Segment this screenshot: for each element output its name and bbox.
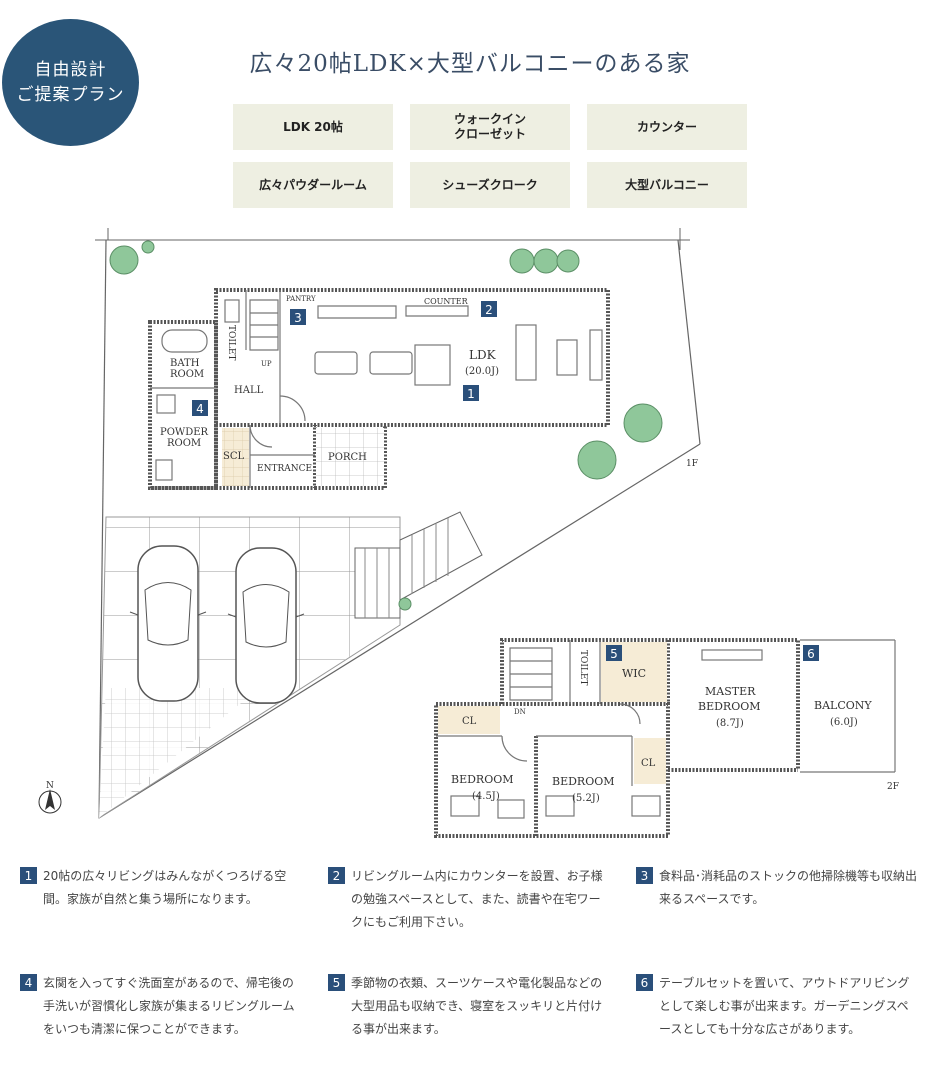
label-hall: HALL xyxy=(234,385,264,396)
tag-label: シューズクローク xyxy=(442,177,538,192)
description-number: 6 xyxy=(636,974,653,991)
tag-label: 大型バルコニー xyxy=(625,177,709,192)
label-toilet-2f: TOILET xyxy=(578,650,588,686)
feature-tag-counter: カウンター xyxy=(587,104,747,150)
label-balcony-size: (6.0J) xyxy=(830,717,858,728)
marker-1: 1 xyxy=(467,387,475,401)
marker-3: 3 xyxy=(294,311,302,325)
floor2-labels: TOILET WIC MASTER BEDROOM (8.7J) BALCONY… xyxy=(451,650,899,804)
description-6: 6 テーブルセットを置いて、アウトドアリビングとして楽しむ事が出来ます。ガーデニ… xyxy=(636,972,918,1041)
description-number: 4 xyxy=(20,974,37,991)
label-master-size: (8.7J) xyxy=(716,718,744,729)
label-master-2: BEDROOM xyxy=(698,700,761,713)
description-5: 5 季節物の衣類、スーツケースや電化製品などの大型用品も収納でき、寝室をスッキリ… xyxy=(328,972,610,1041)
floor-plan: TOILET PANTRY COUNTER BATH ROOM HALL UP … xyxy=(38,228,899,838)
description-text: テーブルセットを置いて、アウトドアリビングとして楽しむ事が出来ます。ガーデニング… xyxy=(659,976,910,1036)
description-1: 1 20帖の広々リビングはみんながくつろげる空間。家族が自然と集う場所になります… xyxy=(20,865,302,911)
label-cl-1: CL xyxy=(462,716,477,727)
floor2-walls xyxy=(434,638,800,838)
label-master-1: MASTER xyxy=(705,685,756,698)
marker-2: 2 xyxy=(485,303,493,317)
floor2-interior xyxy=(436,639,896,819)
tag-label: ウォークイン クローゼット xyxy=(453,112,526,141)
label-pantry: PANTRY xyxy=(286,295,316,303)
label-1f: 1F xyxy=(686,459,698,469)
description-text: リビングルーム内にカウンターを設置、お子様の勉強スペースとして、また、読書や在宅… xyxy=(351,869,603,929)
label-counter: COUNTER xyxy=(424,297,469,306)
badge-line2: ご提案プラン xyxy=(16,84,125,105)
feature-tag-balcony: 大型バルコニー xyxy=(587,162,747,208)
cl1-floor xyxy=(438,706,500,734)
floor1-labels: TOILET PANTRY COUNTER BATH ROOM HALL UP … xyxy=(160,295,698,474)
description-text: 季節物の衣類、スーツケースや電化製品などの大型用品も収納でき、寝室をスッキリと片… xyxy=(351,976,603,1036)
description-number: 1 xyxy=(20,867,37,884)
label-ldk: LDK xyxy=(469,348,497,362)
description-text: 食料品･消耗品のストックの他掃除機等も収納出来るスペースです。 xyxy=(659,869,918,906)
label-bedroom-1-size: (4.5J) xyxy=(472,791,500,802)
scl-floor xyxy=(222,428,249,486)
label-bedroom-2: BEDROOM xyxy=(552,775,615,788)
description-number: 3 xyxy=(636,867,653,884)
floor1-walls xyxy=(148,288,610,490)
tag-label: 広々パウダールーム xyxy=(259,177,367,192)
description-2: 2 リビングルーム内にカウンターを設置、お子様の勉強スペースとして、また、読書や… xyxy=(328,865,610,934)
label-bath-1: BATH xyxy=(170,358,200,369)
label-wic: WIC xyxy=(622,667,646,680)
label-scl: SCL xyxy=(223,451,245,462)
label-cl-2: CL xyxy=(641,758,656,769)
label-toilet-1f: TOILET xyxy=(226,325,236,361)
cl2-floor xyxy=(634,738,666,784)
plan-badge: 自由設計 ご提案プラン xyxy=(2,19,139,146)
north-arrow: N xyxy=(38,781,62,814)
feature-tag-wic: ウォークイン クローゼット xyxy=(410,104,570,150)
north-label: N xyxy=(46,781,54,791)
label-bedroom-1: BEDROOM xyxy=(451,773,514,786)
description-4: 4 玄関を入ってすぐ洗面室があるので、帰宅後の手洗いが習慣化し家族が集まるリビン… xyxy=(20,972,302,1041)
description-text: 玄関を入ってすぐ洗面室があるので、帰宅後の手洗いが習慣化し家族が集まるリビングル… xyxy=(43,976,295,1036)
marker-5: 5 xyxy=(610,647,618,661)
car-2 xyxy=(227,547,305,704)
label-dn: DN xyxy=(514,708,526,716)
marker-6: 6 xyxy=(807,647,815,661)
description-text: 20帖の広々リビングはみんながくつろげる空間。家族が自然と集う場所になります。 xyxy=(43,869,287,906)
porch-floor xyxy=(316,428,384,486)
marker-4: 4 xyxy=(196,402,204,416)
car-1 xyxy=(129,545,207,702)
label-bedroom-2-size: (5.2J) xyxy=(572,793,600,804)
parking-area xyxy=(98,516,401,819)
label-ldk-size: (20.0J) xyxy=(465,366,499,377)
feature-tag-ldk: LDK 20帖 xyxy=(233,104,393,150)
badge-line1: 自由設計 xyxy=(34,59,107,80)
label-entrance: ENTRANCE xyxy=(257,464,312,474)
trees xyxy=(109,240,663,611)
label-2f: 2F xyxy=(887,782,899,792)
label-bath-2: ROOM xyxy=(170,369,204,380)
label-porch: PORCH xyxy=(328,452,367,463)
label-powder-1: POWDER xyxy=(160,427,209,438)
description-number: 5 xyxy=(328,974,345,991)
tag-label: LDK 20帖 xyxy=(283,119,343,134)
feature-tag-shoes: シューズクローク xyxy=(410,162,570,208)
tag-label: カウンター xyxy=(636,119,697,134)
site-boundary xyxy=(95,228,701,819)
floor1-interior xyxy=(150,290,603,488)
label-up: UP xyxy=(261,360,272,368)
label-balcony: BALCONY xyxy=(814,699,872,712)
plan-markers: 1 2 3 4 5 6 xyxy=(192,301,819,661)
page-title: 広々20帖LDK×大型バルコニーのある家 xyxy=(249,51,691,77)
feature-tag-powder: 広々パウダールーム xyxy=(233,162,393,208)
entry-steps xyxy=(354,511,483,619)
description-number: 2 xyxy=(328,867,345,884)
description-3: 3 食料品･消耗品のストックの他掃除機等も収納出来るスペースです。 xyxy=(636,865,918,911)
label-powder-2: ROOM xyxy=(167,438,201,449)
